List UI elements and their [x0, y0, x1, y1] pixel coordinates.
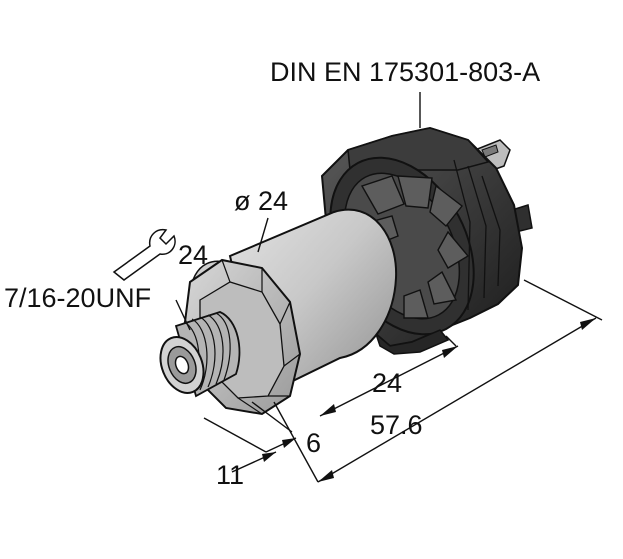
dim-body-length-label: 24	[372, 368, 403, 398]
dimension-arrows	[262, 318, 596, 482]
connector-standard-label: DIN EN 175301-803-A	[270, 57, 541, 87]
dim-total-length-label: 57.6	[370, 410, 423, 440]
dim-collar-label: 6	[306, 428, 322, 458]
threaded-port	[159, 311, 241, 398]
thread-label: 7/16-20UNF	[4, 283, 152, 313]
dimension-lines	[175, 92, 603, 483]
dim-thread-length-label: 11	[216, 460, 245, 490]
wrench-size-label: 24	[178, 240, 209, 270]
body-diameter-label: ø 24	[234, 186, 289, 216]
wrench-icon	[112, 228, 176, 281]
